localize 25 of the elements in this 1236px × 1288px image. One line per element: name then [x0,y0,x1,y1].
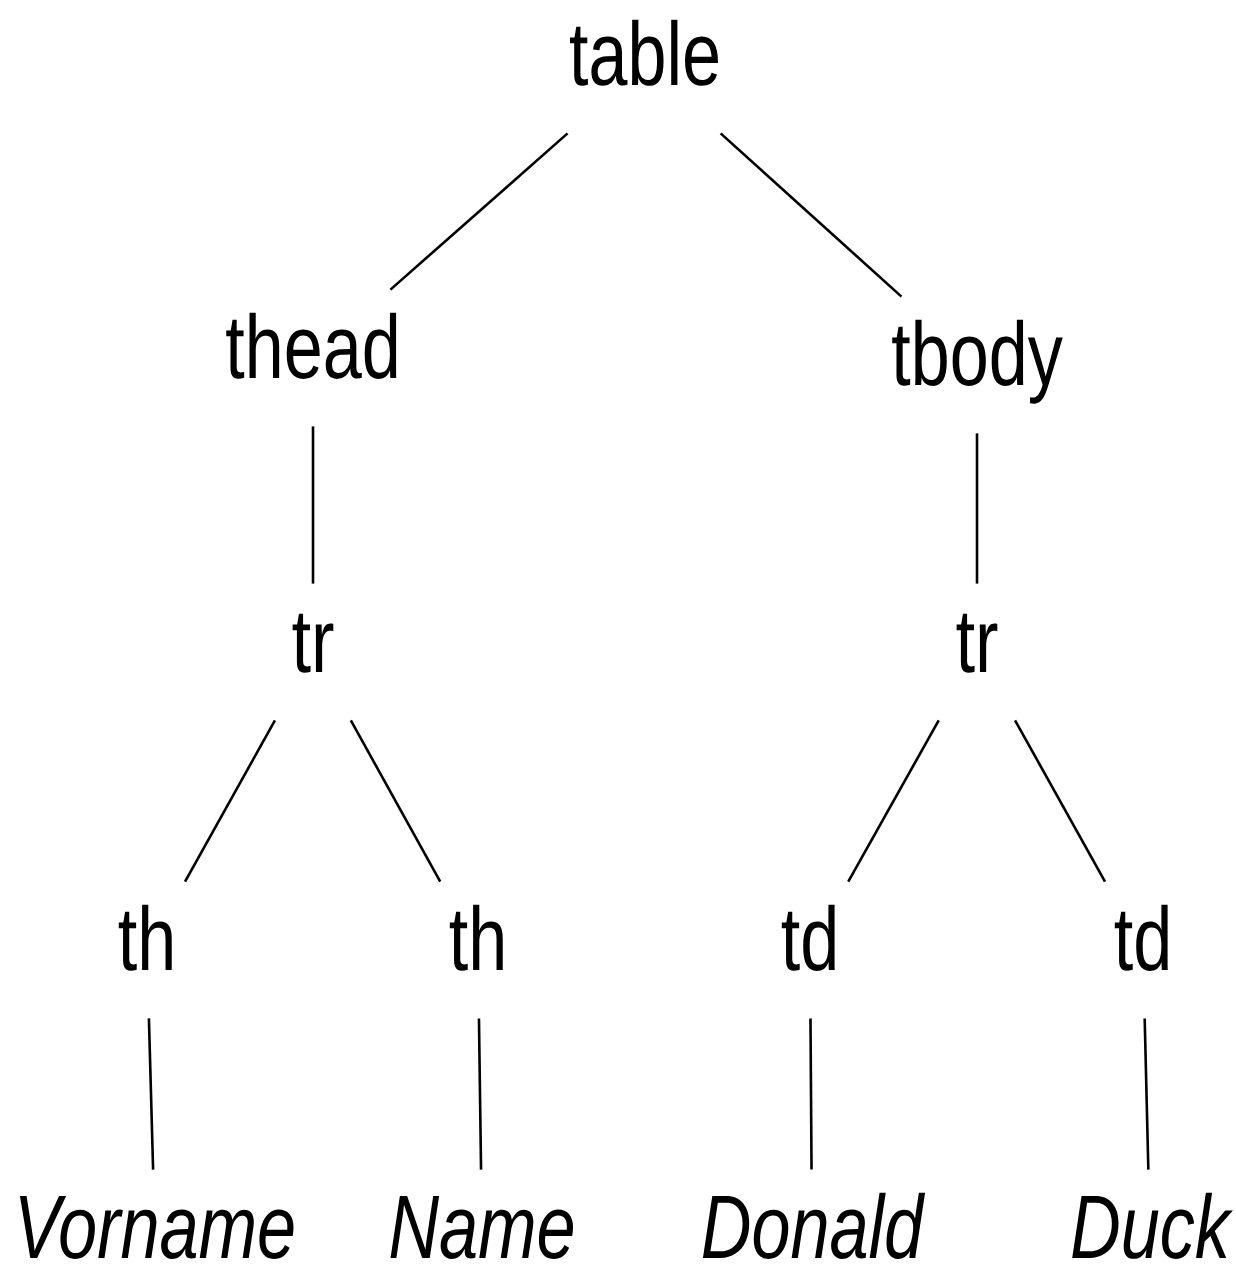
tree-edge [183,719,277,883]
tree-edge [809,1018,813,1170]
tree-node-label: th [118,904,172,971]
tree-node-label: Vorname [19,1196,294,1259]
tree-node-label: tr [956,613,998,673]
tree-node-label: th [449,904,503,971]
tree-node-label: thead [226,312,397,379]
tree-edge [847,719,940,883]
tree-node-label: table [569,19,718,86]
tree-node-label: td [781,904,835,971]
tree-edge [147,1018,155,1170]
tree-edge [349,719,442,883]
tree-edge [719,132,903,298]
tree-edge [1013,719,1107,883]
tree-node-label: Name [390,1196,573,1259]
tree-edge [477,1018,483,1170]
tree-node-label: Duck [1072,1192,1233,1259]
tree-node-label: tbody [892,319,1063,404]
tree-edge [389,132,569,291]
tree-edge [975,433,979,584]
tree-node-label: td [1114,904,1168,971]
tree-node-label: tr [292,613,334,673]
tree-node-label: Donald [702,1192,926,1259]
tree-edge [311,426,315,584]
tree-edge [1143,1018,1150,1170]
